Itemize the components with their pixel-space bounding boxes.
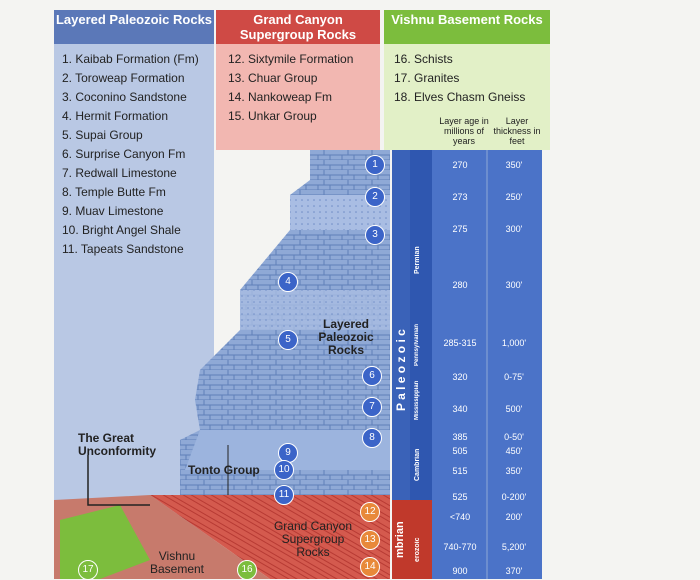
list-item: 2. Toroweap Formation bbox=[62, 71, 185, 85]
thickness-cell: 350' bbox=[505, 160, 523, 170]
pennsylvanian-label: Pennsylvanian bbox=[414, 323, 420, 367]
layer-marker-8: 8 bbox=[362, 428, 382, 448]
vishnu-basement-list: 16. Schists 17. Granites 18. Elves Chasm G… bbox=[384, 44, 550, 107]
great-unconformity-label: The Great Unconformity bbox=[78, 431, 156, 458]
layer-marker-5: 5 bbox=[278, 330, 298, 350]
list-item: 7. Redwall Limestone bbox=[62, 166, 177, 180]
tonto-group-label: Tonto Group bbox=[188, 463, 260, 477]
age-cell: 340 bbox=[452, 404, 468, 414]
list-item: 6. Surprise Canyon Fm bbox=[62, 147, 186, 161]
layer-marker-16: 16 bbox=[237, 560, 257, 580]
list-item: 8. Temple Butte Fm bbox=[62, 185, 166, 199]
paleozoic-label: P a l e o z o i c bbox=[394, 329, 408, 411]
vishnu-basement-header: Vishnu Basement Rocks bbox=[384, 10, 550, 44]
layer-marker-17: 17 bbox=[78, 560, 98, 580]
list-item: 18. Elves Chasm Gneiss bbox=[394, 90, 526, 104]
proterozoic-column bbox=[392, 500, 432, 579]
list-item: 4. Hermit Formation bbox=[62, 109, 169, 123]
age-cell: 285-315 bbox=[443, 338, 477, 348]
list-item: 17. Granites bbox=[394, 71, 460, 85]
layer-marker-1: 1 bbox=[365, 155, 385, 175]
age-cell: 320 bbox=[452, 372, 468, 382]
cambrian-era-label: mbrian bbox=[394, 521, 406, 559]
unconformity-pointer bbox=[87, 455, 150, 506]
age-cell: 525 bbox=[452, 492, 468, 502]
age-cell: <740 bbox=[449, 512, 471, 522]
list-item: 1. Kaibab Formation (Fm) bbox=[62, 52, 199, 66]
age-cell: 740-770 bbox=[443, 542, 477, 552]
layer-marker-14: 14 bbox=[360, 557, 380, 577]
list-item: 10. Bright Angel Shale bbox=[62, 223, 181, 237]
supergroup-wedge bbox=[150, 495, 390, 579]
list-item: 16. Schists bbox=[394, 52, 453, 66]
thickness-cell: 1,000' bbox=[501, 338, 527, 348]
thickness-cell: 0-200' bbox=[501, 492, 527, 502]
coconino-layer bbox=[290, 195, 390, 230]
layer-marker-6: 6 bbox=[362, 366, 382, 386]
list-item: 12. Sixtymile Formation bbox=[228, 52, 354, 66]
layer-marker-2: 2 bbox=[365, 187, 385, 207]
age-cell: 275 bbox=[452, 224, 468, 234]
thickness-cell: 350' bbox=[505, 466, 523, 476]
thickness-cell: 0-50' bbox=[504, 432, 524, 442]
thickness-cell: 5,200' bbox=[501, 542, 527, 552]
layered-paleozoic-list: 1. Kaibab Formation (Fm) 2. Toroweap Form… bbox=[54, 44, 214, 259]
grand-canyon-supergroup-list: 12. Sixtymile Formation 13. Chuar Group 14… bbox=[216, 44, 380, 126]
cambrian-label: Cambrian bbox=[414, 448, 421, 482]
permian-label: Permian bbox=[414, 246, 421, 274]
list-item: 11. Tapeats Sandstone bbox=[62, 242, 184, 256]
age-cell: 385 bbox=[452, 432, 468, 442]
list-item: 13. Chuar Group bbox=[228, 71, 318, 85]
thickness-cell: 250' bbox=[505, 192, 523, 202]
layer-marker-12: 12 bbox=[360, 502, 380, 522]
thickness-cell: 450' bbox=[505, 446, 523, 456]
age-cell: 900 bbox=[452, 566, 468, 576]
layered-paleozoic-panel: Layered Paleozoic Rocks 1. Kaibab Format… bbox=[54, 10, 214, 579]
layer-marker-13: 13 bbox=[360, 530, 380, 550]
layered-paleozoic-header: Layered Paleozoic Rocks bbox=[54, 10, 214, 44]
age-cell: 270 bbox=[452, 160, 468, 170]
proterozoic-label: erozoic bbox=[414, 537, 421, 563]
vishnu-basement-label: Vishnu Basement bbox=[149, 549, 205, 576]
list-item: 15. Unkar Group bbox=[228, 109, 317, 123]
supergroup-label: Grand Canyon Supergroup Rocks bbox=[273, 519, 353, 559]
list-item: 5. Supai Group bbox=[62, 128, 143, 142]
thickness-cell: 500' bbox=[505, 404, 523, 414]
layered-paleozoic-label: Layered Paleozoic Rocks bbox=[318, 317, 374, 357]
age-cell: 505 bbox=[452, 446, 468, 456]
layer-marker-11: 11 bbox=[274, 485, 294, 505]
thickness-cell: 200' bbox=[505, 512, 523, 522]
thickness-cell: 370' bbox=[505, 566, 523, 576]
thickness-cell: 300' bbox=[505, 280, 523, 290]
age-cell: 273 bbox=[452, 192, 468, 202]
thickness-cell: 0-75' bbox=[504, 372, 524, 382]
layer-marker-4: 4 bbox=[278, 272, 298, 292]
list-item: 3. Coconino Sandstone bbox=[62, 90, 187, 104]
grand-canyon-supergroup-panel: Grand Canyon Supergroup Rocks 12. Sixtym… bbox=[216, 10, 380, 150]
age-cell: 515 bbox=[452, 466, 468, 476]
thickness-header: Layer thickness in feet bbox=[493, 116, 541, 146]
list-item: 14. Nankoweap Fm bbox=[228, 90, 333, 104]
mississippian-label: Mississippian bbox=[414, 380, 420, 420]
hermit-layer bbox=[240, 290, 390, 330]
period-column bbox=[410, 150, 432, 500]
layer-marker-7: 7 bbox=[362, 397, 382, 417]
list-item: 9. Muav Limestone bbox=[62, 204, 164, 218]
thickness-cell: 300' bbox=[505, 224, 523, 234]
layer-marker-3: 3 bbox=[365, 225, 385, 245]
vishnu-basement-panel: Vishnu Basement Rocks 16. Schists 17. Gra… bbox=[384, 10, 550, 150]
layer-marker-10: 10 bbox=[274, 460, 294, 480]
grand-canyon-supergroup-header: Grand Canyon Supergroup Rocks bbox=[216, 10, 380, 44]
age-cell: 280 bbox=[452, 280, 468, 290]
age-header: Layer age in millions of years bbox=[439, 116, 489, 146]
